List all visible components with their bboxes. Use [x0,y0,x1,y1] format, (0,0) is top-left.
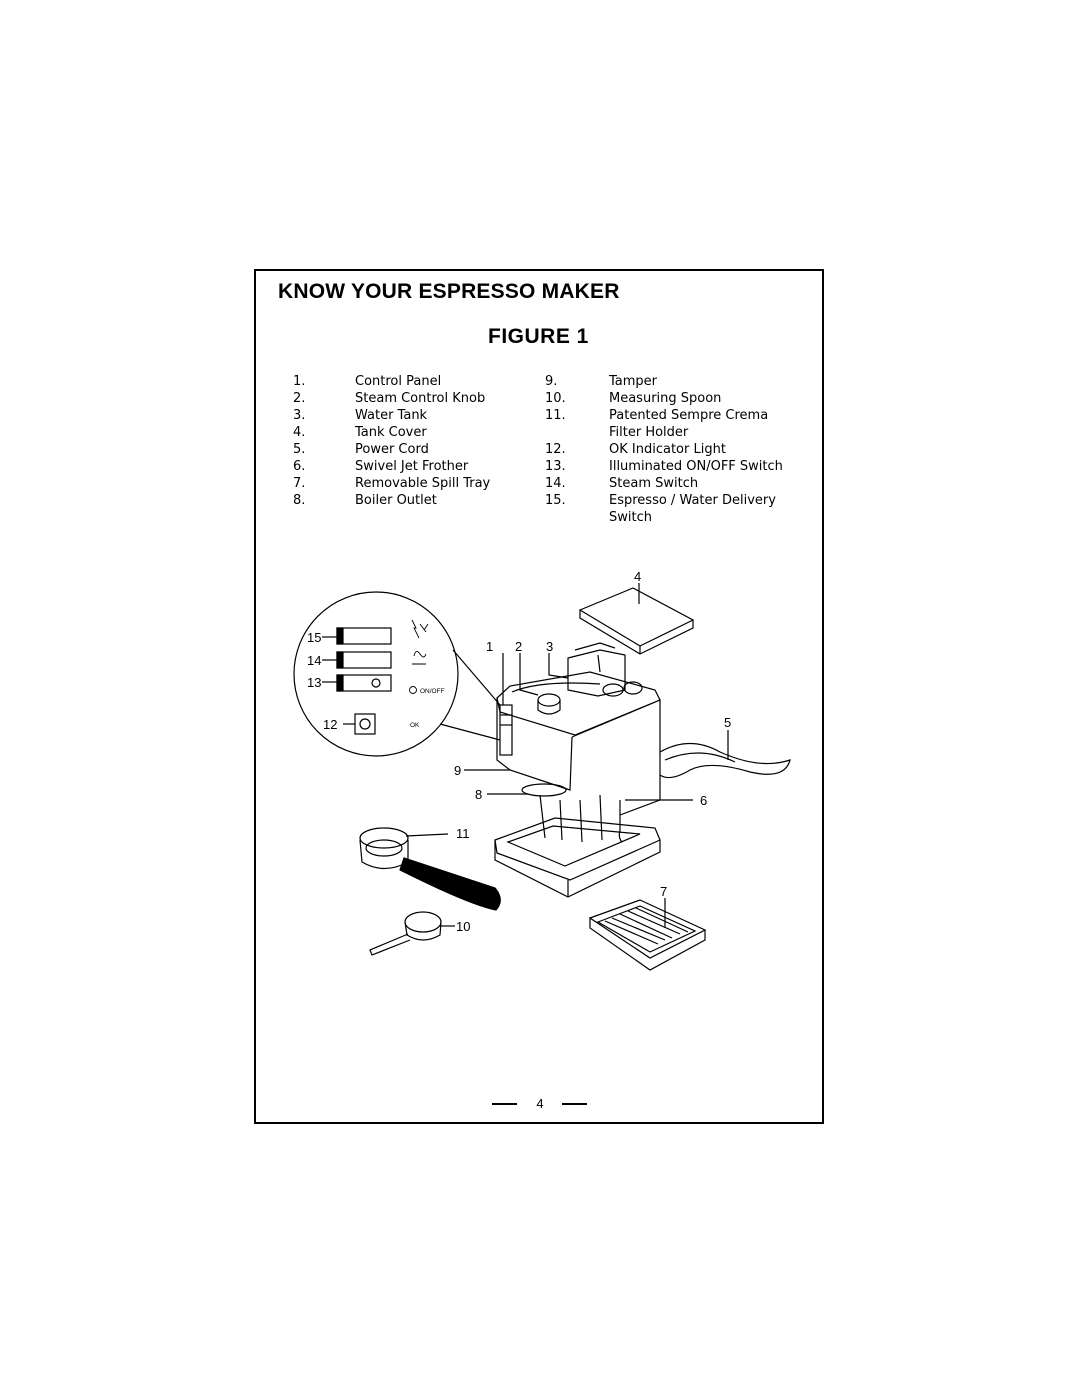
list-item: 11.Patented Sempre Crema [545,408,769,423]
callout-5: 5 [724,715,731,730]
list-item: 3.Water Tank [293,408,428,423]
page-frame [254,269,824,1124]
espresso-machine [494,642,791,898]
list-item: 7.Removable Spill Tray [293,476,491,491]
callout-15: 15 [307,630,321,645]
list-item: 13.Illuminated ON/OFF Switch [545,459,783,474]
list-item: 6.Swivel Jet Frother [293,459,469,474]
callout-11: 11 [456,826,470,841]
callout-1: 1 [486,639,493,654]
callout-8: 8 [475,787,482,802]
parts-list-right: 9.Tamper 10.Measuring Spoon 11.Patented … [545,373,795,526]
parts-list-left: 1.Control Panel 2.Steam Control Knob 3.W… [293,373,513,509]
figure-title: FIGURE 1 [488,325,589,348]
callout-7: 7 [660,884,667,899]
list-item: 10.Measuring Spoon [545,391,722,406]
list-item: 8.Boiler Outlet [293,493,437,508]
ok-label: OK [410,722,420,729]
filter-holder [359,827,501,911]
callout-14: 14 [307,653,321,668]
list-item: 15.Espresso / Water Delivery [545,493,776,508]
callout-4: 4 [634,569,641,584]
callout-10: 10 [456,919,470,934]
list-item: 12. OK Indicator Light [545,442,726,457]
control-panel-detail [293,591,501,757]
list-item: 2.Steam Control Knob [293,391,486,406]
list-item: 4.Tank Cover [293,425,427,440]
list-item: 14.Steam Switch [545,476,699,491]
page-number: 4 [536,1096,544,1111]
on-off-label: ON/OFF [420,688,445,695]
callout-12: 12 [323,717,337,732]
spill-tray [588,899,707,971]
callout-3: 3 [546,639,553,654]
callout-13: 13 [307,675,321,690]
callout-2: 2 [515,639,522,654]
list-item: 5.Power Cord [293,442,429,457]
list-item: 9.Tamper [545,374,658,389]
list-item: Filter Holder [609,425,689,440]
list-item: Switch [609,510,652,525]
callout-9: 9 [454,763,461,778]
list-item: 1.Control Panel [293,374,442,389]
tank-cover [578,587,695,655]
callout-6: 6 [700,793,707,808]
measuring-spoon [369,911,442,956]
page-title: KNOW YOUR ESPRESSO MAKER [278,280,620,303]
